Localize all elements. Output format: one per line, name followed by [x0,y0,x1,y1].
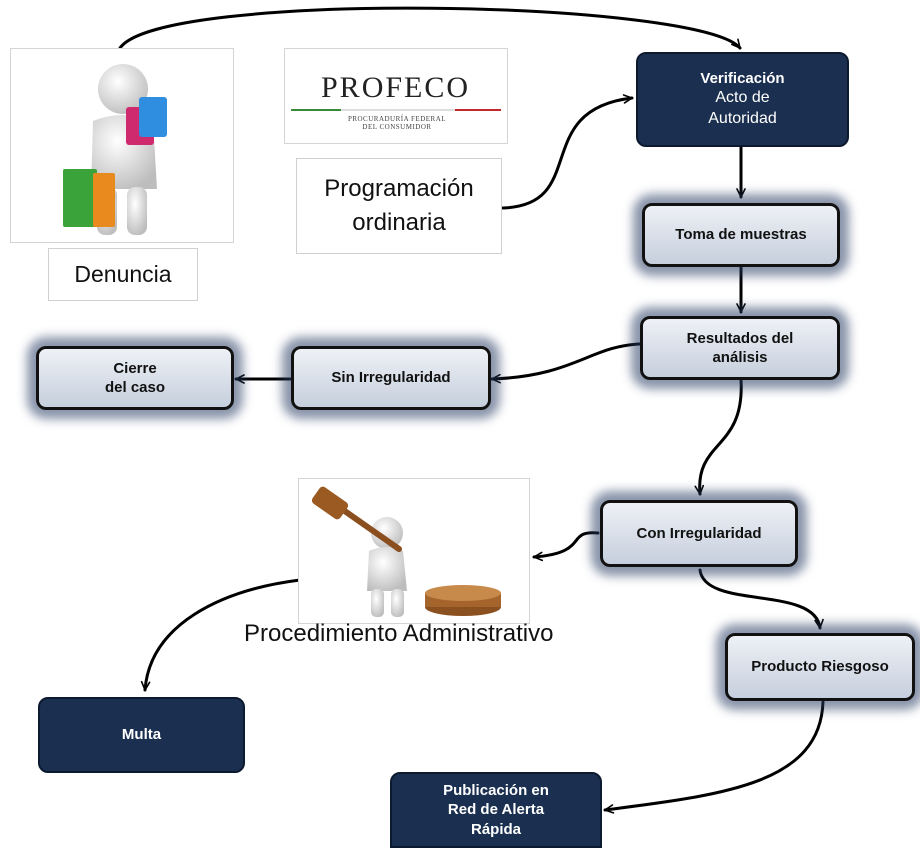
gavel-figure-icon [311,486,501,617]
verificacion-title: Verificación [700,69,785,87]
multa-label: Multa [121,726,162,744]
profeco-logo-word: PROFECO [321,71,471,104]
publicacion-line2: Red de Alerta [447,801,545,819]
logo-stripe-icon [291,109,501,111]
arrow-resultados-to-con [700,378,743,496]
logo-sub-line1: PROCURADURÍA FEDERAL [347,115,447,123]
profeco-logo: PROFECO PROCURADURÍA FEDERAL DEL CONSUMI… [284,48,508,144]
arrow-con-to-procedimiento [532,531,600,557]
producto-riesgoso-label: Producto Riesgoso [751,658,889,676]
toma-muestras-label: Toma de muestras [675,226,807,244]
toma-muestras-node[interactable]: Toma de muestras [642,203,840,267]
programacion-caption: Programación ordinaria [296,158,502,254]
publicacion-line3: Rápida [470,820,521,838]
arrow-procedimiento-to-multa [145,578,302,692]
arrow-con-to-producto [698,568,820,628]
con-irregularidad-node[interactable]: Con Irregularidad [600,500,798,567]
denuncia-caption: Denuncia [48,248,198,301]
con-irregularidad-label: Con Irregularidad [636,524,762,542]
programacion-line2: ordinaria [352,209,446,236]
publicacion-node[interactable]: Publicación en Red de Alerta Rápida [390,772,602,848]
gavel-figure-image [298,478,530,624]
denuncia-label: Denuncia [74,261,172,288]
cierre-caso-node[interactable]: Cierre del caso [36,346,234,410]
arrow-producto-to-publicacion [605,700,825,810]
logo-sub-line2: DEL CONSUMIDOR [362,123,432,132]
procedimiento-caption: Procedimiento Administrativo [244,620,553,648]
multa-node[interactable]: Multa [38,697,245,773]
arrow-programacion-to-verificacion [501,98,632,210]
resultados-node[interactable]: Resultados del análisis [640,316,840,380]
publicacion-line1: Publicación en [443,781,549,799]
sin-irregularidad-node[interactable]: Sin Irregularidad [291,346,491,410]
cierre-line2: del caso [104,379,166,396]
verificacion-node[interactable]: Verificación Acto de Autoridad [636,52,849,147]
verificacion-line3: Autoridad [708,110,777,128]
profeco-logo-subtitle: PROCURADURÍA FEDERAL DEL CONSUMIDOR [315,115,479,132]
producto-riesgoso-node[interactable]: Producto Riesgoso [725,633,915,701]
cierre-line1: Cierre [113,359,157,377]
arrow-denuncia-to-verificacion [118,6,742,50]
arrow-resultados-to-sin [490,342,642,379]
procedimiento-label: Procedimiento Administrativo [244,620,554,647]
shopper-figure-icon [63,64,167,235]
sin-irregularidad-label: Sin Irregularidad [331,369,451,387]
resultados-line1: Resultados del [686,329,794,347]
shopper-figure-image [10,48,234,243]
verificacion-line2: Acto de [715,89,770,107]
programacion-line1: Programación [324,175,474,203]
resultados-line2: análisis [712,349,768,366]
